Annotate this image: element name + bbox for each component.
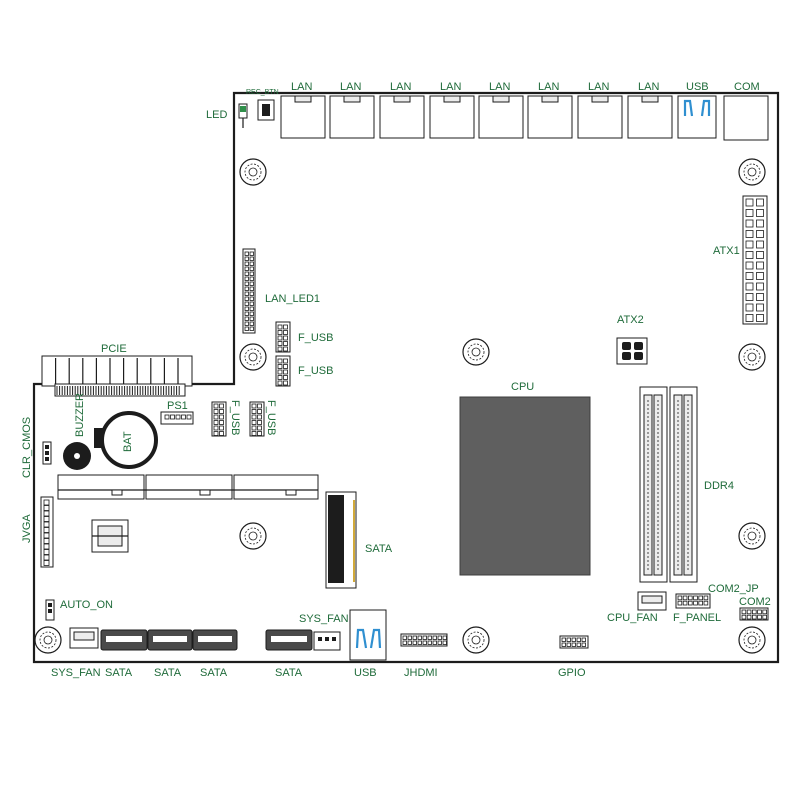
clr-cmos-jumper bbox=[42, 441, 52, 465]
jvga-header bbox=[40, 496, 54, 568]
lan-port bbox=[627, 95, 673, 139]
led-indicator bbox=[238, 103, 248, 128]
jhdmi-header bbox=[400, 633, 448, 647]
lan-label: LAN bbox=[440, 81, 461, 93]
pcie-label: PCIE bbox=[101, 343, 127, 355]
cpu-label: CPU bbox=[511, 381, 534, 393]
auto-on-jumper bbox=[45, 599, 55, 621]
lan-port bbox=[329, 95, 375, 139]
ps1-connector bbox=[160, 411, 194, 425]
cpu-chip bbox=[459, 396, 591, 576]
lan-label: LAN bbox=[340, 81, 361, 93]
lan-port bbox=[280, 95, 326, 139]
jvga-label: JVGA bbox=[21, 514, 33, 543]
lan-port bbox=[379, 95, 425, 139]
usb-top-label: USB bbox=[686, 81, 709, 93]
mounting-hole bbox=[239, 522, 267, 550]
pcie-slot bbox=[41, 355, 193, 397]
lan-label: LAN bbox=[638, 81, 659, 93]
atx2-label: ATX2 bbox=[617, 314, 644, 326]
sata-port-4 bbox=[265, 629, 313, 651]
f-usb-vertical-header-2 bbox=[249, 401, 265, 437]
sys-fan-bottom-connector bbox=[69, 627, 99, 649]
sata-port-3 bbox=[192, 629, 238, 651]
jhdmi-label: JHDMI bbox=[404, 667, 438, 679]
mounting-hole bbox=[738, 522, 766, 550]
mounting-hole bbox=[239, 343, 267, 371]
f-panel-label: F_PANEL bbox=[673, 612, 721, 624]
lan-port bbox=[478, 95, 524, 139]
f-panel-header bbox=[675, 593, 711, 609]
gpio-header bbox=[559, 635, 589, 649]
lan-label: LAN bbox=[390, 81, 411, 93]
ps1-label: PS1 bbox=[167, 400, 188, 412]
com2-jp-label: COM2_JP bbox=[708, 583, 759, 595]
rec-btn-label: REC_BTN bbox=[246, 89, 279, 96]
lan-port bbox=[577, 95, 623, 139]
mounting-hole bbox=[738, 158, 766, 186]
gpio-label: GPIO bbox=[558, 667, 586, 679]
rec-button bbox=[257, 99, 275, 121]
usb-top-port bbox=[677, 95, 717, 139]
ddr4-slots bbox=[639, 386, 698, 583]
lan-label: LAN bbox=[538, 81, 559, 93]
cpu-fan-connector bbox=[637, 591, 667, 611]
mounting-hole bbox=[239, 158, 267, 186]
sata-port-2 bbox=[147, 629, 193, 651]
sys-fan-mid-connector bbox=[313, 631, 341, 651]
ddr4-label: DDR4 bbox=[704, 480, 734, 492]
lan-port bbox=[429, 95, 475, 139]
sata-label-1: SATA bbox=[105, 667, 133, 679]
expansion-slots bbox=[57, 474, 319, 500]
atx2-connector bbox=[616, 337, 648, 365]
lan-label: LAN bbox=[489, 81, 510, 93]
cpu-fan-label: CPU_FAN bbox=[607, 612, 658, 624]
usb-bottom-label: USB bbox=[354, 667, 377, 679]
board-outline bbox=[32, 91, 780, 664]
sata-m2-label: SATA bbox=[365, 543, 393, 555]
auto-on-label: AUTO_ON bbox=[60, 599, 113, 611]
buzzer-label: BUZZER bbox=[74, 393, 86, 437]
clr-cmos-label: CLR_CMOS bbox=[21, 417, 33, 478]
mounting-hole bbox=[462, 338, 490, 366]
atx1-label: ATX1 bbox=[713, 245, 740, 257]
usb-bottom-port bbox=[349, 609, 387, 661]
f-usb-vertical-label-1: F_USB bbox=[229, 400, 241, 435]
battery bbox=[94, 411, 158, 469]
sim-card-slot bbox=[91, 519, 129, 553]
mounting-hole bbox=[462, 626, 490, 654]
f-usb-vertical-header-1 bbox=[211, 401, 227, 437]
f-usb-header-1 bbox=[275, 321, 291, 353]
f-usb-vertical-label-2: F_USB bbox=[265, 400, 277, 435]
sata-label-2: SATA bbox=[154, 667, 182, 679]
atx1-connector bbox=[742, 195, 768, 325]
lan-label: LAN bbox=[291, 81, 312, 93]
com-top-port bbox=[723, 95, 769, 141]
mounting-hole bbox=[34, 626, 62, 654]
mounting-hole bbox=[738, 626, 766, 654]
lan-led1-label: LAN_LED1 bbox=[265, 293, 320, 305]
com2-header bbox=[739, 607, 769, 621]
led-label: LED bbox=[206, 109, 227, 121]
f-usb-label-2: F_USB bbox=[298, 365, 333, 377]
m2-sata-slot bbox=[325, 491, 357, 589]
lan-ports: LAN LAN LAN LAN LAN LAN LAN LAN bbox=[280, 81, 673, 139]
lan-port bbox=[527, 95, 573, 139]
mounting-holes bbox=[34, 158, 766, 654]
bat-label: BAT bbox=[122, 431, 134, 452]
sata-port-1 bbox=[100, 629, 148, 651]
lan-led1-header bbox=[242, 248, 256, 334]
sys-fan-bottom-label: SYS_FAN bbox=[51, 667, 101, 679]
f-usb-label-1: F_USB bbox=[298, 332, 333, 344]
sata-label-4: SATA bbox=[275, 667, 303, 679]
sata-label-3: SATA bbox=[200, 667, 228, 679]
lan-label: LAN bbox=[588, 81, 609, 93]
mounting-hole bbox=[738, 343, 766, 371]
f-usb-header-2 bbox=[275, 355, 291, 387]
com2-label: COM2 bbox=[739, 596, 771, 608]
com-top-label: COM bbox=[734, 81, 760, 93]
sys-fan-mid-label: SYS_FAN bbox=[299, 613, 349, 625]
